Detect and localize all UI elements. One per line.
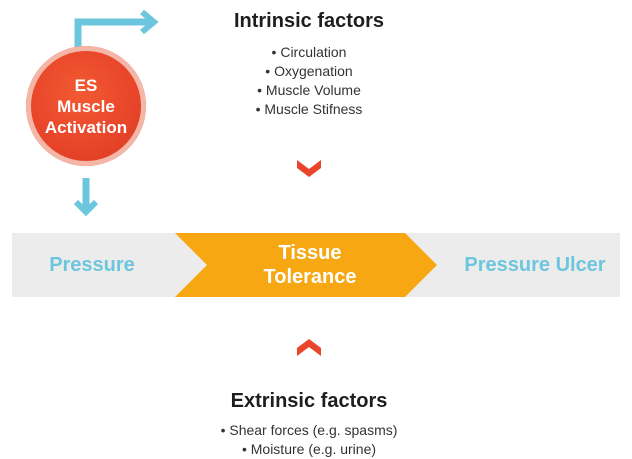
chevron-down-icon — [297, 160, 321, 177]
list-item: Shear forces (e.g. spasms) — [159, 421, 459, 440]
list-item: Muscle Volume — [159, 81, 459, 100]
extrinsic-factors-list: Shear forces (e.g. spasms) Moisture (e.g… — [159, 421, 459, 459]
extrinsic-factors-title: Extrinsic factors — [230, 390, 388, 412]
list-item: Moisture (e.g. urine) — [159, 440, 459, 459]
tissue-tolerance-text: Tissue Tolerance — [263, 242, 357, 288]
list-item: Muscle Stifness — [159, 100, 459, 119]
badge-label: ES Muscle Activation — [44, 75, 128, 137]
intrinsic-factors-title: Intrinsic factors — [233, 10, 385, 32]
list-item: Circulation — [159, 43, 459, 62]
tissue-tolerance-chevron — [175, 233, 437, 297]
list-item: Oxygenation — [159, 62, 459, 81]
bent-arrow-right-icon — [74, 9, 159, 48]
pressure-ulcer-label: Pressure Ulcer — [464, 253, 606, 276]
intrinsic-factors-list: Circulation Oxygenation Muscle Volume Mu… — [159, 43, 459, 119]
tissue-tolerance-label: Tissue Tolerance — [205, 233, 415, 297]
chevron-up-icon — [297, 339, 321, 356]
es-muscle-activation-badge: ES Muscle Activation — [26, 46, 146, 166]
pressure-label: Pressure — [49, 253, 135, 276]
arrow-down-icon — [73, 178, 99, 217]
